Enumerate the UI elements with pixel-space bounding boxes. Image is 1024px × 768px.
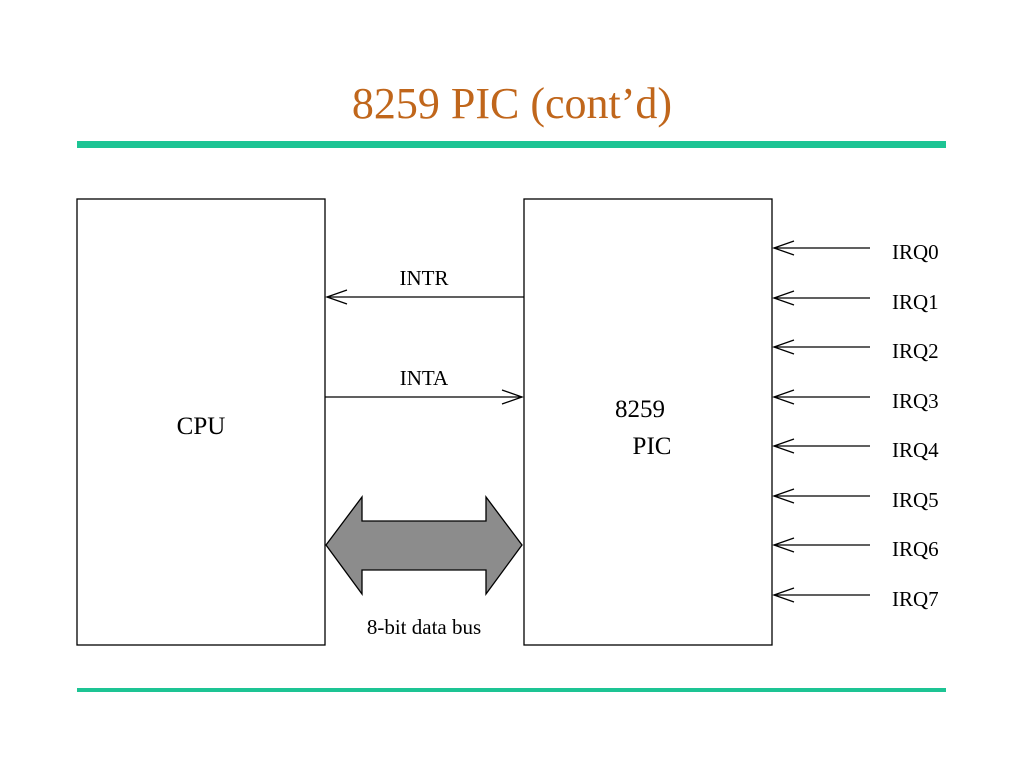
irq4-arrow [772,438,870,454]
irq5-arrow [772,488,870,504]
irq5-label: IRQ5 [892,488,939,512]
top-rule [77,141,946,148]
irq3-label: IRQ3 [892,389,939,413]
irq0-arrow [772,240,870,256]
intr-label: INTR [400,266,449,290]
slide-title: 8259 PIC (cont’d) [351,79,673,128]
irq0-label: IRQ0 [892,240,939,264]
cpu-label: CPU [177,413,226,440]
irq4-label: IRQ4 [892,438,939,462]
irq7-label: IRQ7 [892,587,939,611]
irq2-arrow [772,339,870,355]
irq1-label: IRQ1 [892,290,939,314]
irq6-label: IRQ6 [892,537,939,561]
irq-lines [772,240,870,603]
inta-arrow [325,389,524,405]
cpu-box [76,198,326,646]
data-bus-label: 8-bit data bus [367,615,481,639]
irq2-label: IRQ2 [892,339,939,363]
irq7-arrow [772,587,870,603]
intr-arrow [325,289,524,305]
data-bus-arrow [325,495,523,596]
pic-box [523,198,773,646]
pic-label-line2: PIC [633,433,672,460]
bottom-rule [77,688,946,692]
inta-label: INTA [400,366,449,390]
pic-label-line1: 8259 [615,396,665,423]
irq6-arrow [772,537,870,553]
irq1-arrow [772,290,870,306]
irq3-arrow [772,389,870,405]
